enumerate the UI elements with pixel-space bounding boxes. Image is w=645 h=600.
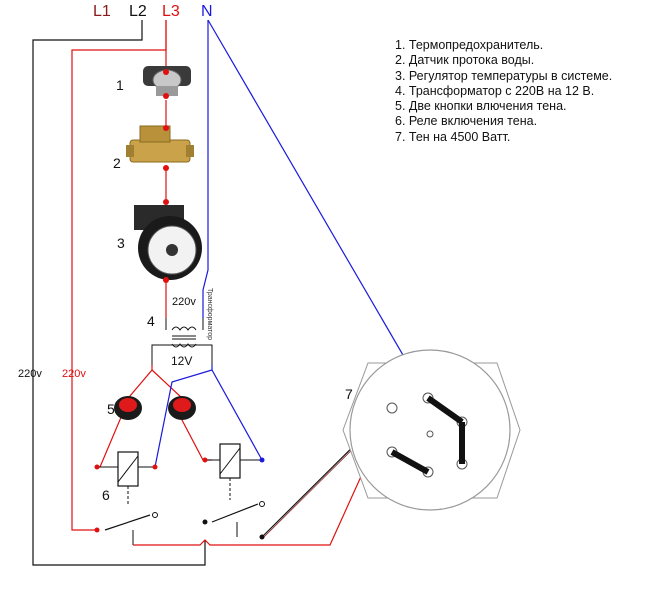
voltage-label-outer: 220v: [18, 368, 42, 380]
thermal-fuse-icon: [143, 66, 191, 99]
flow-sensor-icon: [126, 125, 194, 171]
line-label-n: N: [201, 3, 213, 20]
component-number-6: 6: [102, 487, 110, 503]
wire-n-to-heater: [207, 19, 429, 399]
line-label-l2: L2: [129, 3, 147, 20]
button-left-icon: [114, 396, 142, 420]
wire-bottom-red: [133, 407, 393, 546]
component-number-1: 1: [116, 77, 124, 93]
legend-item-3: 3. Регулятор температуры в системе.: [395, 68, 613, 83]
component-number-2: 2: [113, 155, 121, 171]
transformer-secondary-label: 12V: [171, 354, 192, 368]
thermostat-icon: [134, 199, 202, 283]
legend-item-6: 6. Реле включения тена.: [395, 114, 538, 129]
line-label-l3: L3: [162, 3, 180, 20]
legend-item-7: 7. Тен на 4500 Ватт.: [395, 129, 511, 144]
component-number-5: 5: [107, 401, 115, 417]
component-number-4: 4: [147, 313, 155, 329]
wire-12v-blue: [154, 365, 213, 468]
heater-icon: [342, 349, 521, 511]
button-right-icon: [168, 396, 196, 420]
line-label-l1: L1: [93, 3, 111, 20]
relay-left-icon: [94, 451, 158, 545]
legend-item-5: 5. Две кнопки влючения тена.: [395, 99, 567, 114]
legend-item-1: 1. Термопредохранитель.: [395, 38, 544, 52]
component-number-3: 3: [117, 235, 125, 251]
transformer-icon: [151, 318, 213, 365]
wire-l2: [32, 20, 206, 566]
relay-right-icon: [202, 443, 265, 540]
voltage-label-inner: 220v: [62, 368, 86, 380]
transformer-primary-label: 220v: [172, 296, 196, 308]
transformer-caption: Трансформатор: [206, 288, 213, 340]
wire-n: [202, 20, 209, 318]
legend: 1. Термопредохранитель. 2. Датчик проток…: [395, 38, 612, 145]
component-number-7: 7: [345, 386, 353, 402]
legend-item-2: 2. Датчик протока воды.: [395, 53, 535, 68]
legend-item-4: 4. Трансформатор с 220В на 12 В.: [395, 83, 595, 98]
